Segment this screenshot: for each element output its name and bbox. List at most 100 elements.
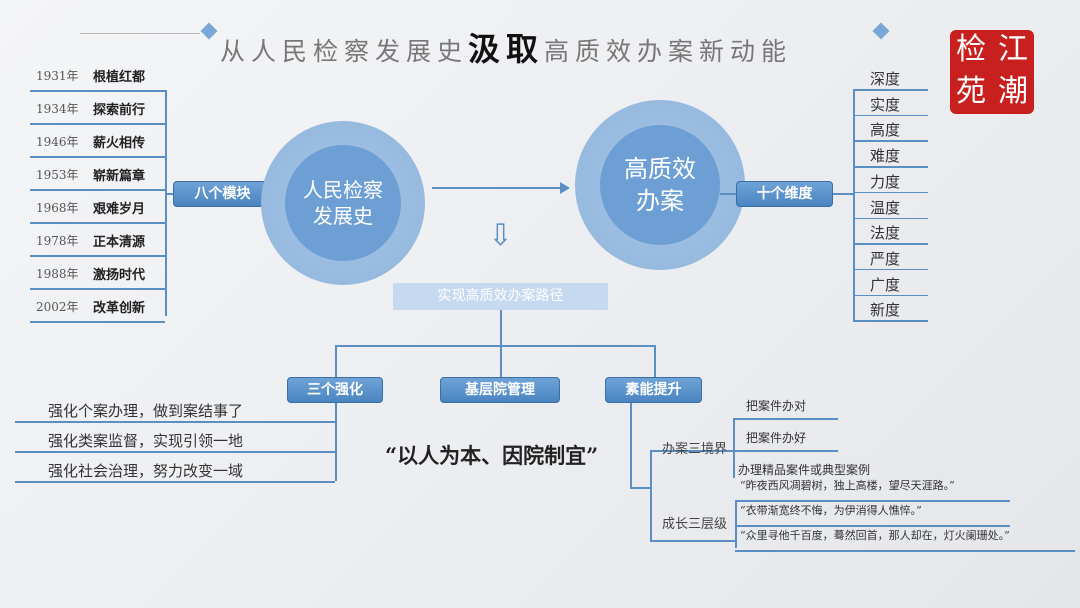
- label-line: 发展史: [313, 204, 373, 228]
- page-title: 从人民检察发展史汲取高质效办案新动能: [220, 24, 900, 70]
- ten-dimensions-box: 十个维度: [736, 181, 833, 207]
- level-item: “昨夜西风凋碧树，独上高楼，望尽天涯路。”: [740, 479, 955, 492]
- connector: [650, 540, 735, 542]
- connector: [165, 90, 167, 316]
- divider: [853, 320, 928, 322]
- dimension-item: 新度: [869, 301, 900, 320]
- arrow-right: [432, 187, 564, 189]
- title-line-left: [80, 33, 200, 34]
- divider: [853, 268, 928, 271]
- connector: [853, 90, 855, 320]
- divider: [30, 321, 165, 323]
- divider: [735, 525, 1010, 527]
- realm-item: 办理精品案件或典型案例: [738, 463, 871, 477]
- connector: [630, 487, 650, 489]
- divider: [30, 123, 165, 125]
- level-item: “众里寻他千百度，蓦然回首，那人却在，灯火阑珊处。”: [740, 529, 1010, 542]
- module-name: 薪火相传: [93, 136, 146, 151]
- dimension-item: 严度: [869, 249, 900, 268]
- module-name: 艰难岁月: [93, 202, 146, 217]
- circle-history-label: 人民检察发展史: [285, 145, 401, 261]
- dimension-item: 法度: [869, 224, 900, 243]
- connector: [735, 500, 737, 548]
- connector: [500, 310, 502, 345]
- divider: [853, 243, 928, 245]
- circle-quality-label: 高质效办案: [600, 125, 720, 245]
- branch-grassroots: 基层院管理: [440, 377, 560, 403]
- divider: [733, 450, 838, 452]
- module-year: 1988年: [36, 267, 79, 281]
- module-year: 1934年: [36, 102, 79, 116]
- module-name: 激扬时代: [93, 268, 146, 283]
- diamond-icon: [200, 22, 218, 40]
- divider: [735, 550, 1075, 552]
- module-name: 崭新篇章: [93, 169, 146, 184]
- module-year: 1931年: [36, 69, 79, 83]
- logo-seal: 检江苑潮: [950, 30, 1034, 114]
- divider: [15, 421, 335, 423]
- dimension-item: 高度: [869, 121, 900, 140]
- divider: [30, 90, 165, 92]
- dimension-item: 难度: [869, 147, 900, 166]
- label-line: 人民检察: [303, 178, 383, 202]
- title-emphasis: 汲取: [468, 30, 545, 68]
- divider: [853, 166, 928, 168]
- module-year: 1978年: [36, 234, 79, 248]
- module-name: 改革创新: [93, 301, 146, 316]
- connector: [165, 193, 173, 195]
- module-year: 1953年: [36, 168, 79, 182]
- down-arrow-icon: ⇩: [488, 218, 514, 253]
- module-year: 1946年: [36, 135, 79, 149]
- branch-competence: 素能提升: [605, 377, 702, 403]
- module-name: 根植红都: [93, 70, 146, 85]
- label-line: 办案: [636, 187, 684, 215]
- divider: [853, 191, 928, 194]
- divider: [30, 288, 165, 290]
- strengthen-item: 强化社会治理，努力改变一域: [48, 462, 244, 480]
- dimension-item: 实度: [869, 95, 900, 114]
- divider: [30, 156, 165, 158]
- connector: [654, 345, 656, 377]
- connector: [650, 450, 652, 540]
- level-item: “衣带渐宽终不悔，为伊消得人憔悴。”: [740, 504, 922, 517]
- levels-label: 成长三层级: [662, 517, 728, 532]
- dimension-item: 力度: [869, 172, 900, 191]
- connector: [335, 345, 655, 347]
- divider: [733, 418, 838, 420]
- path-bar: 实现高质效办案路径: [393, 283, 608, 310]
- dimension-item: 广度: [869, 275, 900, 294]
- connector: [335, 403, 337, 481]
- divider: [853, 294, 928, 297]
- dimension-item: 深度: [869, 70, 900, 88]
- module-year: 2002年: [36, 300, 79, 314]
- connector: [720, 193, 736, 195]
- divider: [30, 222, 165, 224]
- dimension-item: 温度: [869, 198, 900, 217]
- connector: [630, 403, 632, 488]
- eight-modules-box: 八个模块: [173, 181, 272, 207]
- divider: [853, 217, 928, 219]
- connector: [650, 450, 733, 452]
- divider: [30, 255, 165, 257]
- connector: [500, 345, 502, 377]
- strengthen-item: 强化类案监督，实现引领一地: [48, 432, 244, 450]
- title-part: 从人民检察发展史: [220, 37, 469, 66]
- divider: [15, 481, 335, 483]
- motto: “以人为本、因院制宜”: [385, 443, 599, 468]
- connector: [833, 193, 853, 195]
- divider: [853, 114, 928, 117]
- label-line: 高质效: [624, 155, 696, 183]
- arrow-head-icon: [560, 182, 570, 194]
- module-name: 探索前行: [93, 103, 146, 118]
- branch-strengthen: 三个强化: [287, 377, 383, 403]
- realm-label: 办案三境界: [662, 442, 728, 457]
- divider: [853, 89, 928, 91]
- title-part: 高质效办案新动能: [544, 37, 793, 66]
- connector: [335, 345, 337, 377]
- divider: [735, 500, 1010, 502]
- connector: [733, 418, 735, 478]
- divider: [853, 140, 928, 142]
- realm-item: 把案件办好: [746, 431, 807, 445]
- realm-item: 把案件办对: [746, 399, 807, 413]
- module-name: 正本清源: [93, 235, 146, 250]
